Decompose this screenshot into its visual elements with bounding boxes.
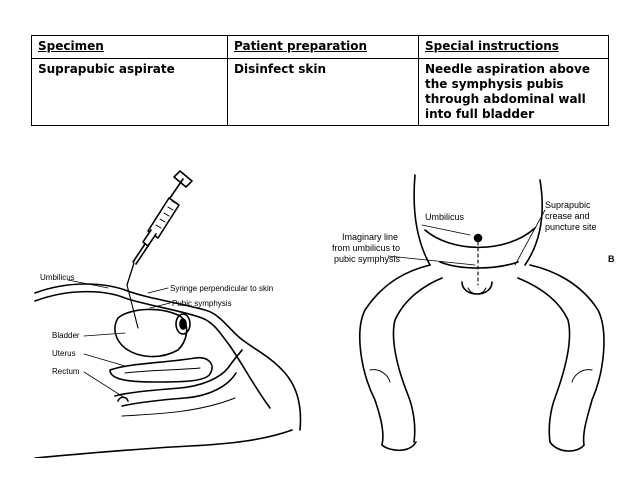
table-row: Suprapubic aspirate Disinfect skin Needl… (31, 58, 609, 126)
panel-letter: B (608, 254, 615, 264)
infant-front-illustration: Umbilicus Imaginary line from umbilicus … (332, 174, 615, 452)
label-crease-2: crease and (545, 211, 590, 221)
specimen-table: Specimen Patient preparation Special ins… (31, 35, 609, 126)
table-header-row: Specimen Patient preparation Special ins… (31, 35, 609, 59)
header-specimen: Specimen (31, 35, 228, 59)
label-rectum: Rectum (52, 367, 80, 376)
label-crease-1: Suprapubic (545, 200, 591, 210)
label-bladder: Bladder (52, 331, 80, 340)
syringe-icon (126, 170, 193, 286)
label-right-umbilicus: Umbilicus (425, 212, 465, 222)
label-umbilicus: Umbilicus (40, 273, 75, 282)
header-special-instructions: Special instructions (418, 35, 609, 59)
label-crease-3: puncture site (545, 222, 597, 232)
label-imaginary-line-2: from umbilicus to (332, 243, 400, 253)
label-uterus: Uterus (52, 349, 76, 358)
header-patient-preparation: Patient preparation (227, 35, 419, 59)
label-pubic-symphysis: Pubic symphysis (172, 299, 232, 308)
cell-preparation: Disinfect skin (227, 58, 419, 126)
umbilicus-icon (473, 233, 483, 243)
sagittal-illustration: Umbilicus Syringe perpendicular to skin … (34, 170, 302, 458)
cell-instructions: Needle aspiration above the symphysis pu… (418, 58, 609, 126)
cell-specimen: Suprapubic aspirate (31, 58, 228, 126)
label-imaginary-line-3: pubic symphysis (334, 254, 401, 264)
label-syringe: Syringe perpendicular to skin (170, 284, 273, 293)
label-imaginary-line-1: Imaginary line (342, 232, 398, 242)
